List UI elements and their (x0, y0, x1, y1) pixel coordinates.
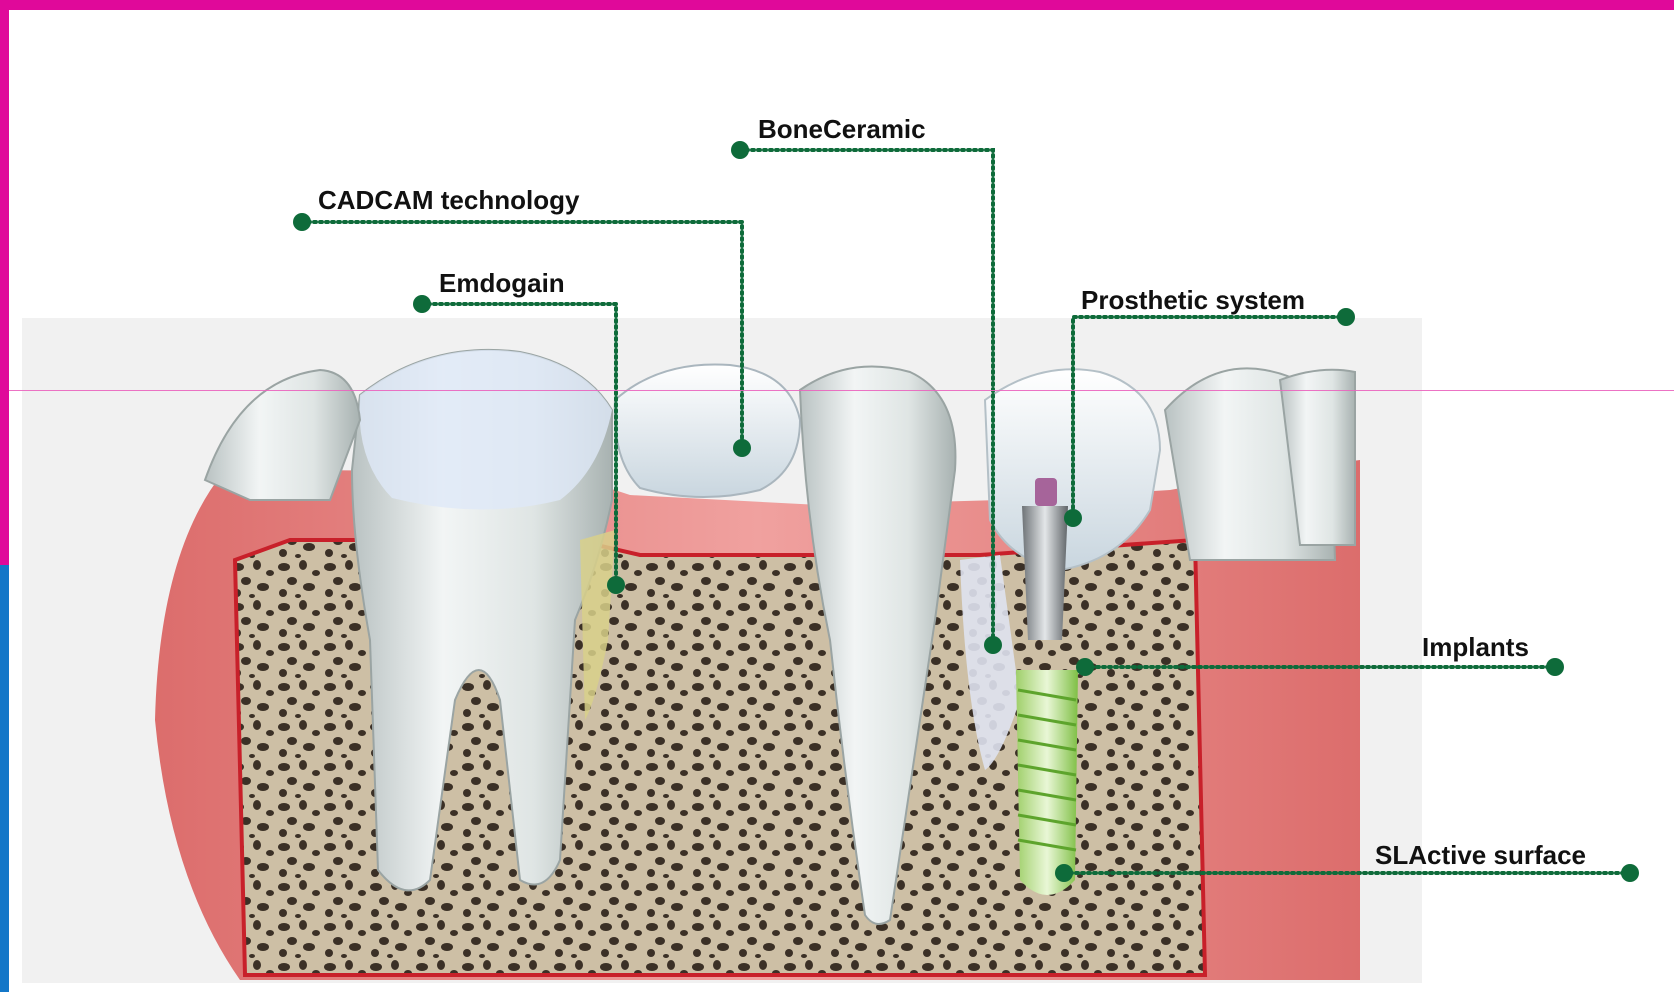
leader-dot-implants-start (1546, 658, 1564, 676)
leader-dot-prosthetic-start (1337, 308, 1355, 326)
abutment-screw-head (1035, 478, 1057, 506)
molar-crown (359, 350, 612, 510)
leader-dot-slactive-end (1055, 864, 1073, 882)
leader-dot-cadcam-start (293, 213, 311, 231)
dental-implant (1016, 670, 1078, 895)
leader-dot-boneceramic-start (731, 141, 749, 159)
label-prosthetic-system: Prosthetic system (1081, 285, 1305, 315)
label-boneceramic: BoneCeramic (758, 114, 926, 144)
cadcam-crown (615, 364, 800, 497)
abutment (1022, 506, 1068, 640)
label-implants: Implants (1422, 632, 1529, 662)
label-cadcam-technology: CADCAM technology (318, 185, 579, 215)
leader-dot-emdogain-start (413, 295, 431, 313)
leader-dot-slactive-start (1621, 864, 1639, 882)
label-emdogain: Emdogain (439, 268, 565, 298)
leader-dot-boneceramic-end (984, 636, 1002, 654)
label-slactive-surface: SLActive surface (1375, 840, 1586, 870)
leader-dot-implants-end (1076, 658, 1094, 676)
leader-dot-prosthetic-end (1064, 509, 1082, 527)
horizontal-guide-line (9, 390, 1674, 391)
leader-dot-cadcam-end (733, 439, 751, 457)
leader-dot-emdogain-end (607, 576, 625, 594)
